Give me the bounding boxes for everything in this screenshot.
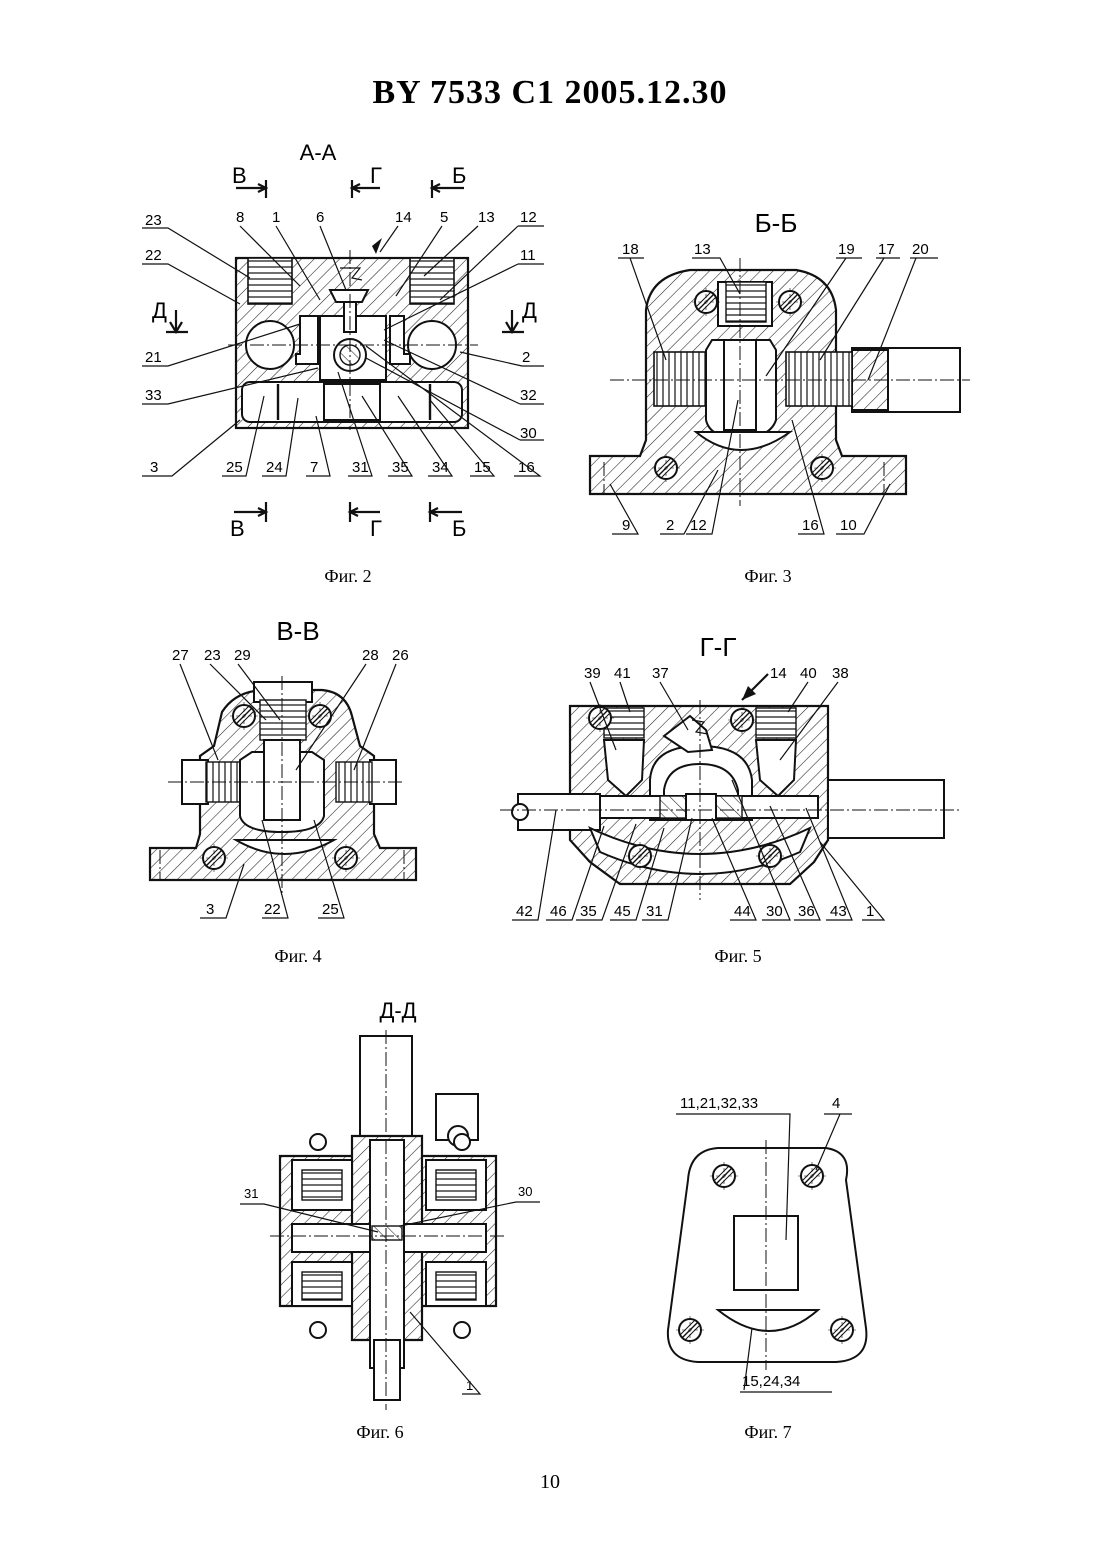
figure-4: В-В 27 23 29 28 26 3 22 25 — [150, 616, 416, 966]
fig2-cut-mark: Б — [452, 163, 466, 188]
fig2-label: 1 — [272, 209, 280, 226]
fig5-label: 42 — [516, 903, 533, 920]
fig3-label: 13 — [694, 241, 711, 258]
fig5-caption: Фиг. 5 — [714, 946, 761, 966]
fig5-label: 45 — [614, 903, 631, 920]
fig2-label: 32 — [520, 387, 537, 404]
fig5-label: 37 — [652, 665, 669, 682]
fig2-label: 14 — [395, 209, 412, 226]
fig3-label: 10 — [840, 517, 857, 534]
fig2-cut-mark: Б — [452, 516, 466, 541]
fig4-label: 27 — [172, 647, 189, 664]
fig2-cut-mark: В — [230, 516, 245, 541]
fig4-label: 25 — [322, 901, 339, 918]
fig4-label: 29 — [234, 647, 251, 664]
fig5-label: 43 — [830, 903, 847, 920]
figure-3: Б-Б 18 13 19 17 20 9 2 12 16 10 — [590, 208, 970, 586]
fig4-label: 23 — [204, 647, 221, 664]
fig2-label: 12 — [520, 209, 537, 226]
fig5-label: 40 — [800, 665, 817, 682]
fig4-label: 28 — [362, 647, 379, 664]
fig2-label: 2 — [522, 349, 530, 366]
fig7-label: 11,21,32,33 — [680, 1095, 758, 1112]
fig3-section-title: Б-Б — [755, 208, 798, 238]
fig6-caption: Фиг. 6 — [356, 1422, 403, 1442]
fig3-label: 18 — [622, 241, 639, 258]
fig5-label: 38 — [832, 665, 849, 682]
figure-2: А-А В Г Б В Г Б Д Д — [142, 140, 544, 586]
fig7-label: 15,24,34 — [742, 1373, 800, 1390]
fig7-label: 4 — [832, 1095, 840, 1112]
fig2-label: 5 — [440, 209, 448, 226]
fig4-section-title: В-В — [276, 616, 319, 646]
fig2-label: 6 — [316, 209, 324, 226]
fig2-label: 11 — [520, 247, 536, 264]
fig2-label: 33 — [145, 387, 162, 404]
fig5-label: 39 — [584, 665, 601, 682]
fig5-label: 1 — [866, 903, 874, 920]
fig2-label: 8 — [236, 209, 244, 226]
fig5-label: 30 — [766, 903, 783, 920]
fig3-label: 12 — [690, 517, 707, 534]
fig5-label: 44 — [734, 903, 751, 920]
fig2-cut-mark: Г — [370, 163, 382, 188]
figure-6: Д-Д 31 30 1 Фиг. 6 — [240, 998, 540, 1442]
fig5-label: 35 — [580, 903, 597, 920]
fig3-label: 9 — [622, 517, 630, 534]
fig2-cut-mark: В — [232, 163, 247, 188]
fig4-label: 22 — [264, 901, 281, 918]
fig7-caption: Фиг. 7 — [744, 1422, 791, 1442]
page-number: 10 — [540, 1471, 560, 1493]
fig2-cut-mark: Д — [522, 298, 537, 323]
fig2-label: 13 — [478, 209, 495, 226]
fig2-label: 7 — [310, 459, 318, 476]
fig2-cut-mark: Д — [152, 298, 167, 323]
fig5-label: 36 — [798, 903, 815, 920]
fig2-label: 25 — [226, 459, 243, 476]
fig2-label: 3 — [150, 459, 158, 476]
fig5-label: 14 — [770, 665, 787, 682]
fig2-label: 24 — [266, 459, 283, 476]
fig3-label: 2 — [666, 517, 674, 534]
fig2-section-title: А-А — [300, 140, 337, 165]
fig3-label: 19 — [838, 241, 855, 258]
fig2-label: 21 — [145, 349, 162, 366]
fig3-caption: Фиг. 3 — [744, 566, 791, 586]
fig3-label: 17 — [878, 241, 895, 258]
fig5-label: 46 — [550, 903, 567, 920]
fig4-caption: Фиг. 4 — [274, 946, 321, 966]
fig2-label: 31 — [352, 459, 369, 476]
fig4-label: 3 — [206, 901, 214, 918]
fig6-label: 30 — [518, 1184, 532, 1199]
fig5-section-title: Г-Г — [700, 632, 737, 662]
fig2-cut-mark: Г — [370, 516, 382, 541]
fig6-label: 31 — [244, 1186, 258, 1201]
fig5-label: 41 — [614, 665, 631, 682]
fig2-label: 22 — [145, 247, 162, 264]
fig3-label: 20 — [912, 241, 929, 258]
figure-5: Г-Г 39 41 37 14 40 38 42 46 — [500, 632, 960, 966]
fig2-label: 23 — [145, 212, 162, 229]
fig6-section-title: Д-Д — [379, 998, 416, 1023]
document-header: BY 7533 C1 2005.12.30 — [372, 74, 727, 111]
fig5-label: 31 — [646, 903, 663, 920]
fig2-caption: Фиг. 2 — [324, 566, 371, 586]
fig3-label: 16 — [802, 517, 819, 534]
fig4-label: 26 — [392, 647, 409, 664]
figure-7: 11,21,32,33 4 15,24,34 Фиг. 7 — [668, 1095, 867, 1442]
